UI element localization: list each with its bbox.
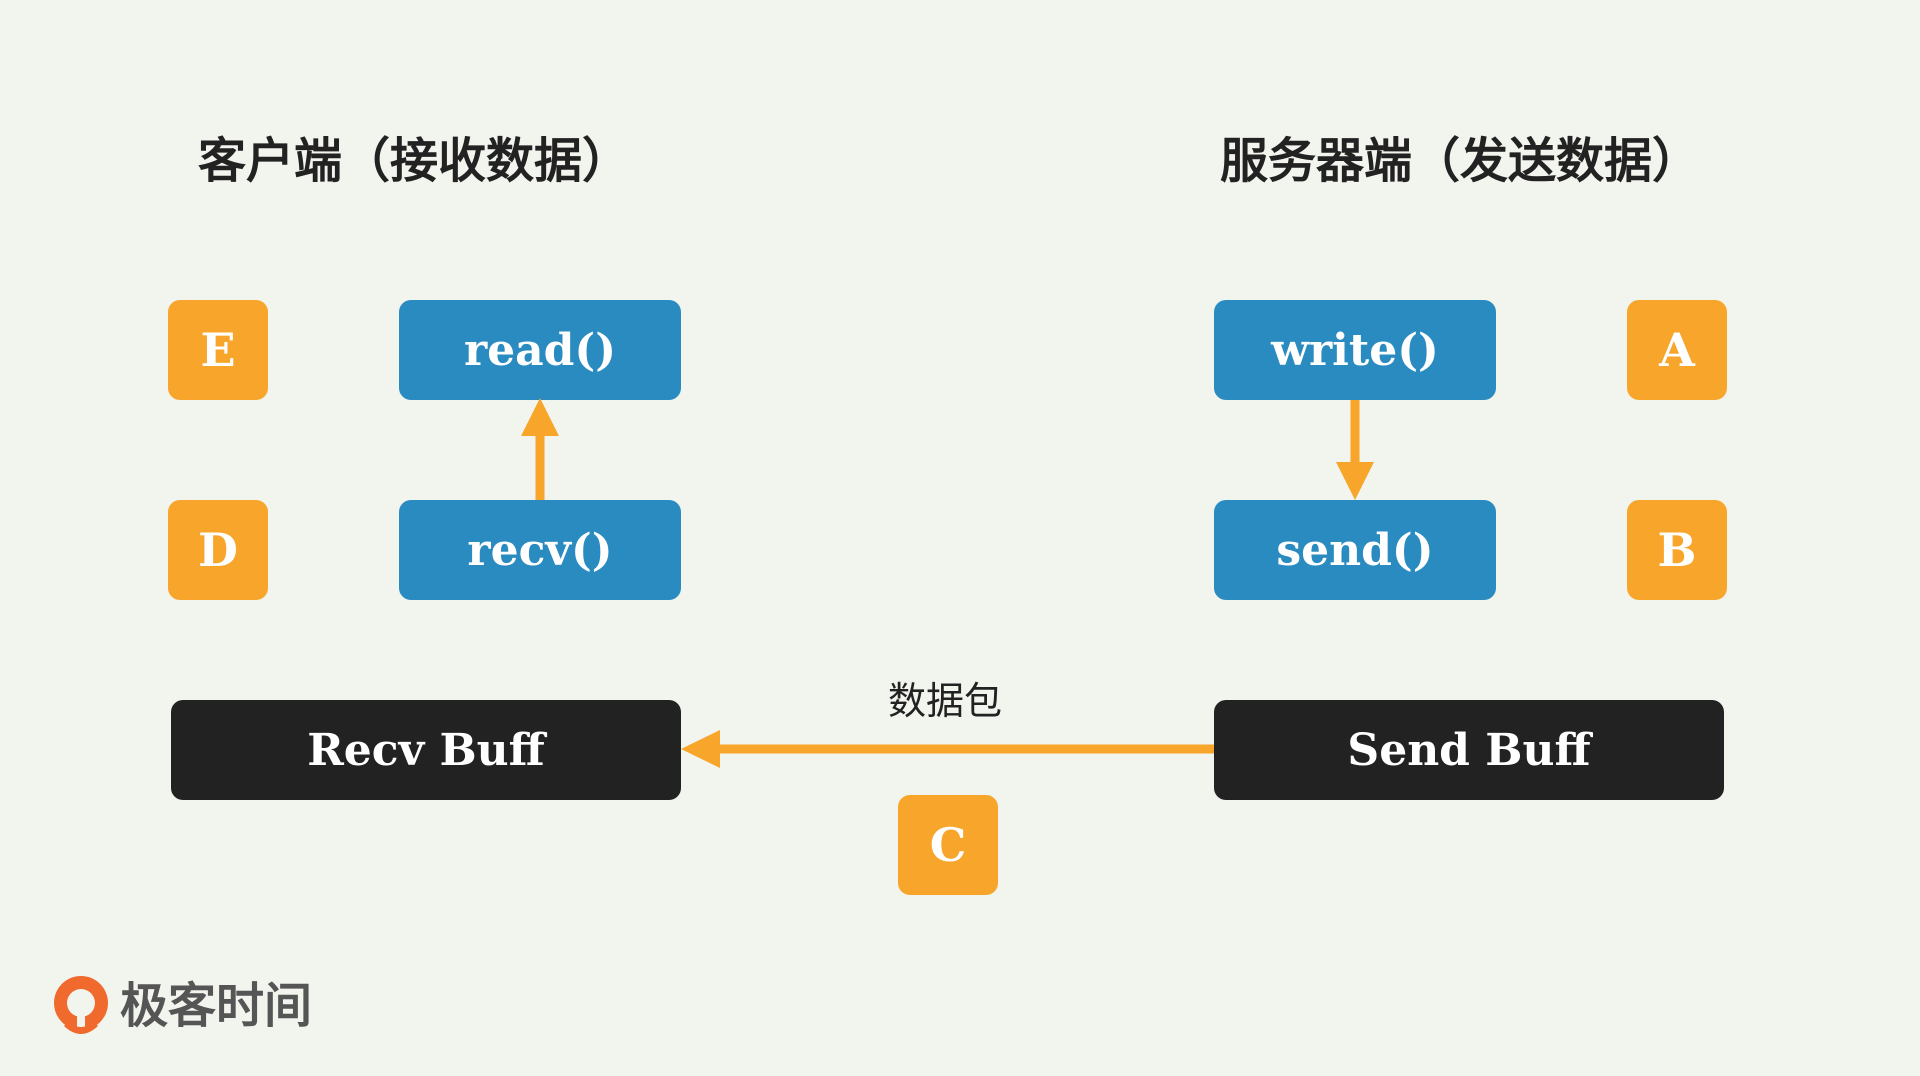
- client-heading: 客户端（接收数据）: [198, 133, 631, 189]
- step-badge-d: D: [168, 500, 268, 600]
- send-buffer-box: Send Buff: [1214, 700, 1724, 800]
- brand-logo: 极客时间: [50, 972, 312, 1040]
- recv-to-read-arrow: [521, 398, 559, 500]
- send-buff-to-recv-buff-arrow: [681, 730, 1214, 768]
- write-to-send-arrow: [1336, 400, 1374, 500]
- server-heading: 服务器端（发送数据）: [1220, 133, 1701, 189]
- data-packet-label: 数据包: [888, 679, 1003, 723]
- brand-logo-icon: [54, 976, 108, 1034]
- write-call-box: write(): [1214, 300, 1496, 400]
- send-call-box: send(): [1214, 500, 1496, 600]
- read-call-box: read(): [399, 300, 681, 400]
- step-badge-e: E: [168, 300, 268, 400]
- recv-buffer-box: Recv Buff: [171, 700, 681, 800]
- step-badge-c: C: [898, 795, 998, 895]
- recv-call-box: recv(): [399, 500, 681, 600]
- brand-logo-text: 极客时间: [120, 978, 313, 1034]
- step-badge-a: A: [1627, 300, 1727, 400]
- step-badge-b: B: [1627, 500, 1727, 600]
